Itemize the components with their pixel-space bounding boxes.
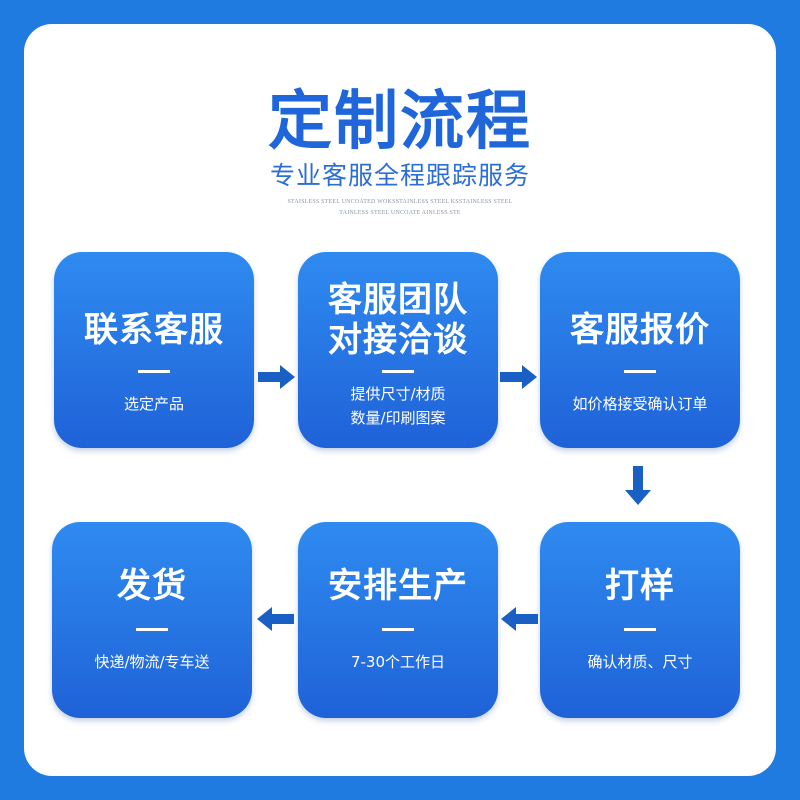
step-card-contact: 联系客服 选定产品 [54,252,254,448]
step-card-quote: 客服报价 如价格接受确认订单 [540,252,740,448]
step-description-line-1: 提供尺寸/材质 [350,385,446,403]
step-description: 选定产品 [123,395,184,413]
arrow-right-icon [500,365,537,389]
page-subtitle: 专业客服全程跟踪服务 [269,161,530,190]
step-divider [624,628,656,631]
step-title-line-2: 对接洽谈 [328,320,468,360]
step-divider [624,370,656,373]
fine-print-line-2: TAINLESS STEEL UNCOATE AINLESS STE [339,210,461,216]
step-card-sample: 打样 确认材质、尺寸 [540,522,740,718]
step-divider [136,628,168,631]
step-title: 客服报价 [570,310,710,350]
step-title: 联系客服 [84,310,224,350]
step-title: 安排生产 [328,566,468,606]
step-description: 如价格接受确认订单 [572,395,708,413]
step-card-shipping: 发货 快递/物流/专车送 [52,522,252,718]
step-description-line-2: 数量/印刷图案 [350,409,446,427]
arrow-left-icon [257,607,294,631]
step-card-negotiate: 客服团队 对接洽谈 提供尺寸/材质 数量/印刷图案 [298,252,498,448]
step-title: 发货 [117,566,187,606]
step-description: 7-30个工作日 [350,653,446,671]
step-title: 打样 [605,566,675,606]
page-title: 定制流程 [268,85,532,159]
step-divider [382,628,414,631]
step-card-production: 安排生产 7-30个工作日 [298,522,498,718]
step-divider [382,370,414,373]
arrow-right-icon [258,365,295,389]
arrow-down-icon [625,466,651,505]
step-divider [138,370,170,373]
step-description: 确认材质、尺寸 [587,653,693,671]
step-description: 快递/物流/专车送 [94,653,210,671]
fine-print-line-1: STAISLESS STEEL UNCOATED WOKSSTAINLESS S… [287,199,513,205]
step-title-line-1: 客服团队 [328,280,468,320]
arrow-left-icon [501,607,538,631]
